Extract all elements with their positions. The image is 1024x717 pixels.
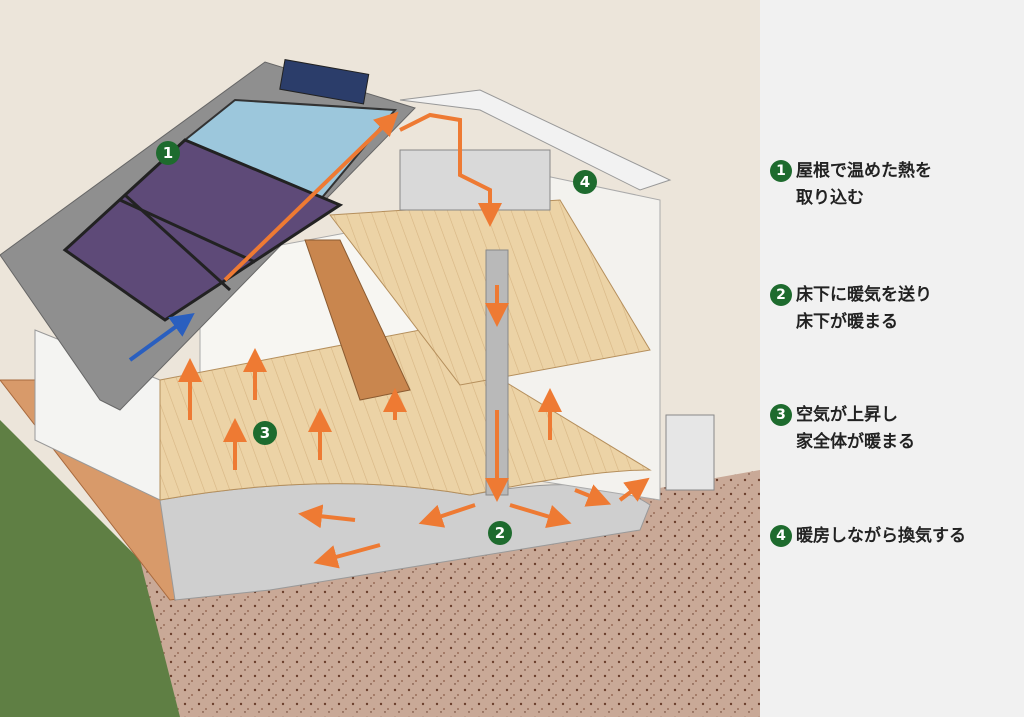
legend-item-4: 4 暖房しながら換気する xyxy=(770,523,966,550)
marker-4: 4 xyxy=(573,170,597,194)
stairs xyxy=(304,239,411,401)
number-badge: 4 xyxy=(770,525,792,547)
legend-item-2: 2 床下に暖気を送り床下が暖まる xyxy=(770,282,932,336)
legend-text: 家全体が暖まる xyxy=(796,432,915,452)
cool-air-arrow xyxy=(128,312,195,362)
house-illustration xyxy=(0,0,760,717)
legend-text: 取り込む xyxy=(796,188,864,208)
solar-collector-panels xyxy=(62,138,344,322)
legend-item-1: 1 屋根で温めた熱を取り込む xyxy=(770,158,932,212)
upper-roof xyxy=(399,89,672,191)
ground-floor xyxy=(159,329,652,501)
air-handler xyxy=(399,149,551,211)
number-badge: 3 xyxy=(770,404,792,426)
number-badge: 1 xyxy=(770,160,792,182)
outdoor-unit xyxy=(665,414,715,491)
marker-3: 3 xyxy=(253,421,277,445)
warm-air-arrows xyxy=(178,111,650,569)
legend-text: 床下に暖気を送り xyxy=(796,285,932,305)
solar-pv xyxy=(279,59,370,105)
legend-item-3: 3 空気が上昇し家全体が暖まる xyxy=(770,402,915,456)
legend-text: 空気が上昇し xyxy=(796,405,898,425)
legend-text: 床下が暖まる xyxy=(796,312,898,332)
number-badge: 2 xyxy=(770,284,792,306)
grass xyxy=(0,420,180,717)
legend: 1 屋根で温めた熱を取り込む 2 床下に暖気を送り床下が暖まる 3 空気が上昇し… xyxy=(770,0,1024,717)
marker-1: 1 xyxy=(156,141,180,165)
marker-2: 2 xyxy=(488,521,512,545)
legend-text: 屋根で温めた熱を xyxy=(796,161,932,181)
legend-text: 暖房しながら換気する xyxy=(796,526,966,546)
